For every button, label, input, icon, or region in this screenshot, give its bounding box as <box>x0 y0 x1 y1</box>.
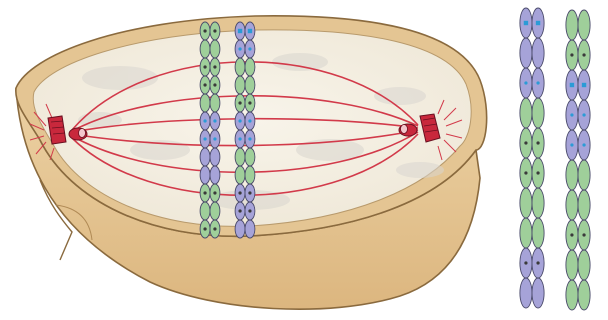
chromosome-icon <box>520 98 544 128</box>
chromosome-icon <box>520 38 544 68</box>
chromosome-icon <box>520 278 544 308</box>
chromosome-icon <box>520 158 544 188</box>
chromosome-icon <box>566 100 590 130</box>
chromosome-icon <box>520 128 544 158</box>
chromosome-icon <box>566 190 590 220</box>
side-chromosome-pairs <box>520 8 590 310</box>
chromosome-icon <box>566 70 590 100</box>
chromosome-icon <box>566 10 590 40</box>
chromosome-icon <box>566 40 590 70</box>
chromosome-icon <box>520 188 544 218</box>
chromosome-icon <box>520 248 544 278</box>
side-chromosome-right <box>566 10 590 310</box>
chromosome-icon <box>566 130 590 160</box>
chromosome-icon <box>566 250 590 280</box>
chromosome-icon <box>520 68 544 98</box>
chromosome-icon <box>566 220 590 250</box>
chromosome-icon <box>520 218 544 248</box>
chromosome-icon <box>520 8 544 38</box>
chromosome-icon <box>566 160 590 190</box>
side-chromosome-left <box>520 8 544 308</box>
chromosome-icon <box>566 280 590 310</box>
